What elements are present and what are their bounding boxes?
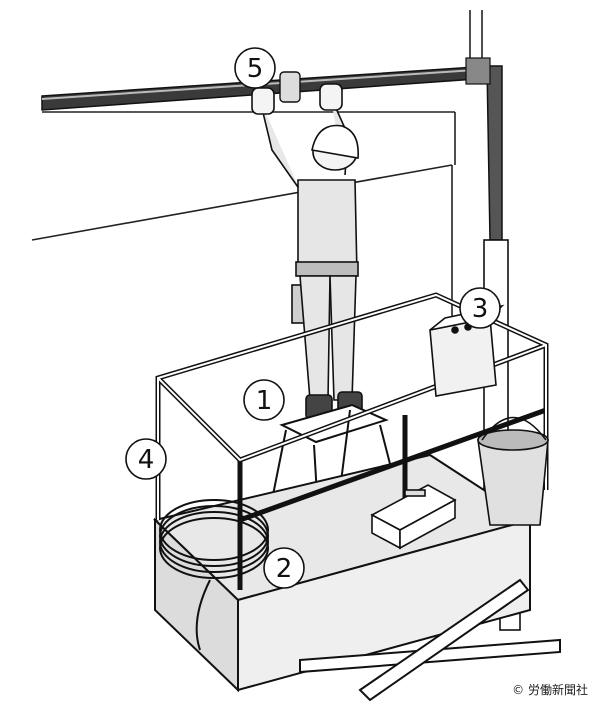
gondola-support-arms <box>299 578 561 702</box>
marker-5: 5 <box>234 47 276 89</box>
svg-text:1: 1 <box>256 386 273 416</box>
marker-4: 4 <box>125 438 167 480</box>
svg-text:3: 3 <box>472 294 489 324</box>
svg-text:4: 4 <box>138 445 155 475</box>
tool-box <box>370 484 457 550</box>
building-structure <box>31 10 483 330</box>
cable-coil <box>159 499 269 651</box>
marker-3: 3 <box>459 287 501 329</box>
svg-text:2: 2 <box>276 554 293 584</box>
tool-bucket <box>477 416 549 526</box>
copyright-credit: © 労働新聞社 <box>512 683 588 697</box>
marker-2: 2 <box>263 547 305 589</box>
marker-1: 1 <box>243 379 285 421</box>
worker-figure <box>251 83 363 420</box>
svg-text:5: 5 <box>247 54 264 84</box>
